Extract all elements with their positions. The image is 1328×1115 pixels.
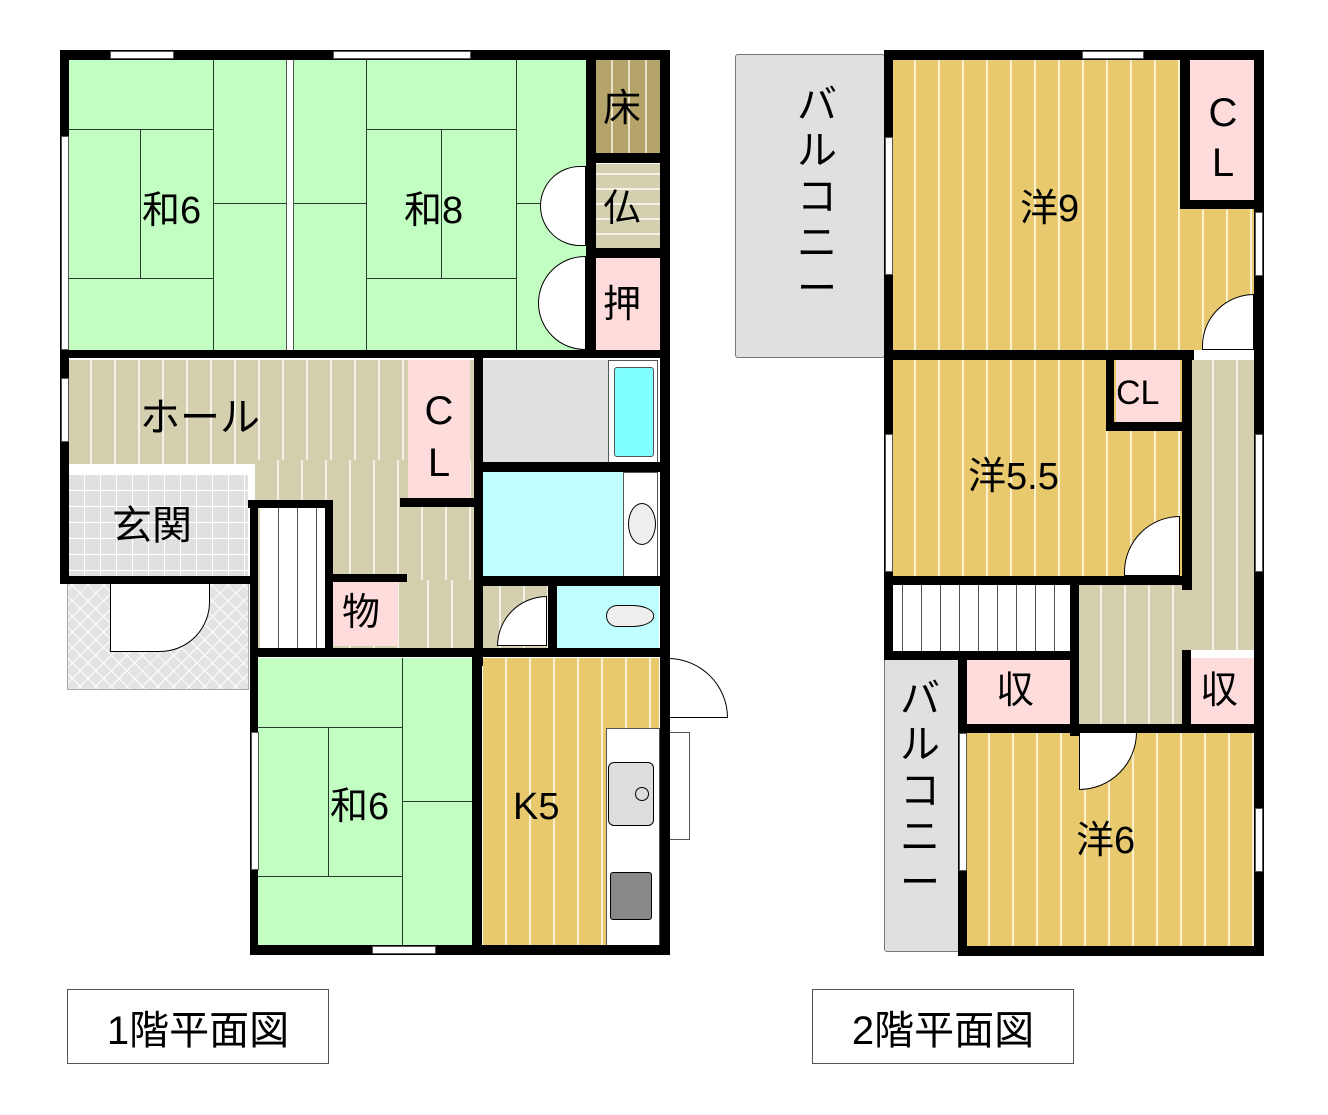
window-2f-right-3 (1255, 808, 1263, 872)
room-hall-2f-lower (1078, 584, 1190, 724)
label-storage-left: 収 (996, 670, 1035, 712)
room-genkan (68, 474, 248, 576)
label-closet-9-l: L (1211, 141, 1235, 185)
stairs-2f[interactable] (884, 584, 1070, 652)
label-balcony-bottom: バ ル コ ニ ー (900, 677, 940, 905)
label-tokonoma: 床 (603, 88, 642, 130)
window-1f-left-3 (251, 732, 259, 870)
window-2f-left-3 (959, 733, 967, 871)
label-oshiire: 押 (603, 284, 642, 326)
window-1f-top-2 (333, 51, 471, 59)
label-youshitsu-5-5: 洋5.5 (968, 456, 1059, 498)
title-1f-text: 1階平面図 (106, 1008, 290, 1053)
door-kitchen-exterior[interactable] (664, 658, 728, 718)
window-2f-left-1 (885, 137, 893, 275)
room-oshiire (596, 258, 660, 352)
label-washitsu-6-top: 和6 (142, 190, 202, 232)
label-youshitsu-6: 洋6 (1076, 820, 1136, 862)
sink (608, 762, 654, 826)
window-1f-left-1 (61, 136, 69, 350)
room-hall (68, 360, 474, 464)
room-bath (483, 360, 608, 463)
label-washitsu-8: 和8 (404, 190, 464, 232)
room-washitsu-6-bottom (258, 658, 472, 946)
balcony-bottom (884, 658, 960, 952)
room-washitsu-8 (294, 60, 586, 352)
label-kitchen: K5 (513, 786, 560, 828)
window-2f-top (1082, 51, 1144, 59)
room-youshitsu-6 (966, 732, 1254, 946)
room-storage-left (966, 660, 1070, 724)
label-closet-l: L (427, 441, 451, 485)
room-hall-closet (408, 360, 470, 500)
label-closet-c: C (424, 389, 454, 433)
label-balcony-top: バ ル コ ニ ー (797, 83, 837, 311)
label-storage-right: 収 (1200, 670, 1239, 712)
window-2f-right-2 (1255, 434, 1263, 572)
washbasin (623, 472, 658, 577)
room-tokonoma (596, 60, 660, 154)
label-closet-9-c: C (1208, 91, 1238, 135)
stove (610, 872, 652, 920)
window-1f-bottom (372, 946, 436, 954)
window-1f-top-1 (110, 51, 174, 59)
toilet-bowl (606, 605, 654, 627)
window-1f-left-2 (61, 378, 69, 442)
title-2f-text: 2階平面図 (851, 1008, 1035, 1053)
title-2f: 2階平面図 (812, 989, 1074, 1064)
room-washitsu-6-top (68, 60, 288, 352)
room-hall-2f (1190, 360, 1254, 650)
title-1f: 1階平面図 (67, 989, 329, 1064)
label-hall: ホール (140, 396, 260, 440)
stairs-1f[interactable] (260, 508, 326, 648)
label-storage: 物 (342, 592, 381, 634)
room-storage (333, 582, 398, 646)
room-closet-5-5 (1116, 360, 1180, 422)
room-closet-9 (1188, 60, 1254, 200)
label-butsudan: 仏 (603, 188, 642, 230)
window-2f-right-1 (1255, 212, 1263, 276)
window-2f-left-2 (885, 434, 893, 572)
label-genkan: 玄関 (112, 504, 192, 548)
label-washitsu-6-bottom: 和6 (330, 786, 390, 828)
room-washroom (483, 472, 623, 577)
room-butsudan (596, 164, 660, 248)
bathtub (608, 360, 658, 463)
label-youshitsu-9: 洋9 (1020, 188, 1080, 230)
fusuma-partition (286, 60, 294, 352)
label-closet-5-5: CL (1116, 374, 1160, 412)
balcony-top (735, 54, 885, 358)
room-storage-right (1190, 658, 1254, 724)
